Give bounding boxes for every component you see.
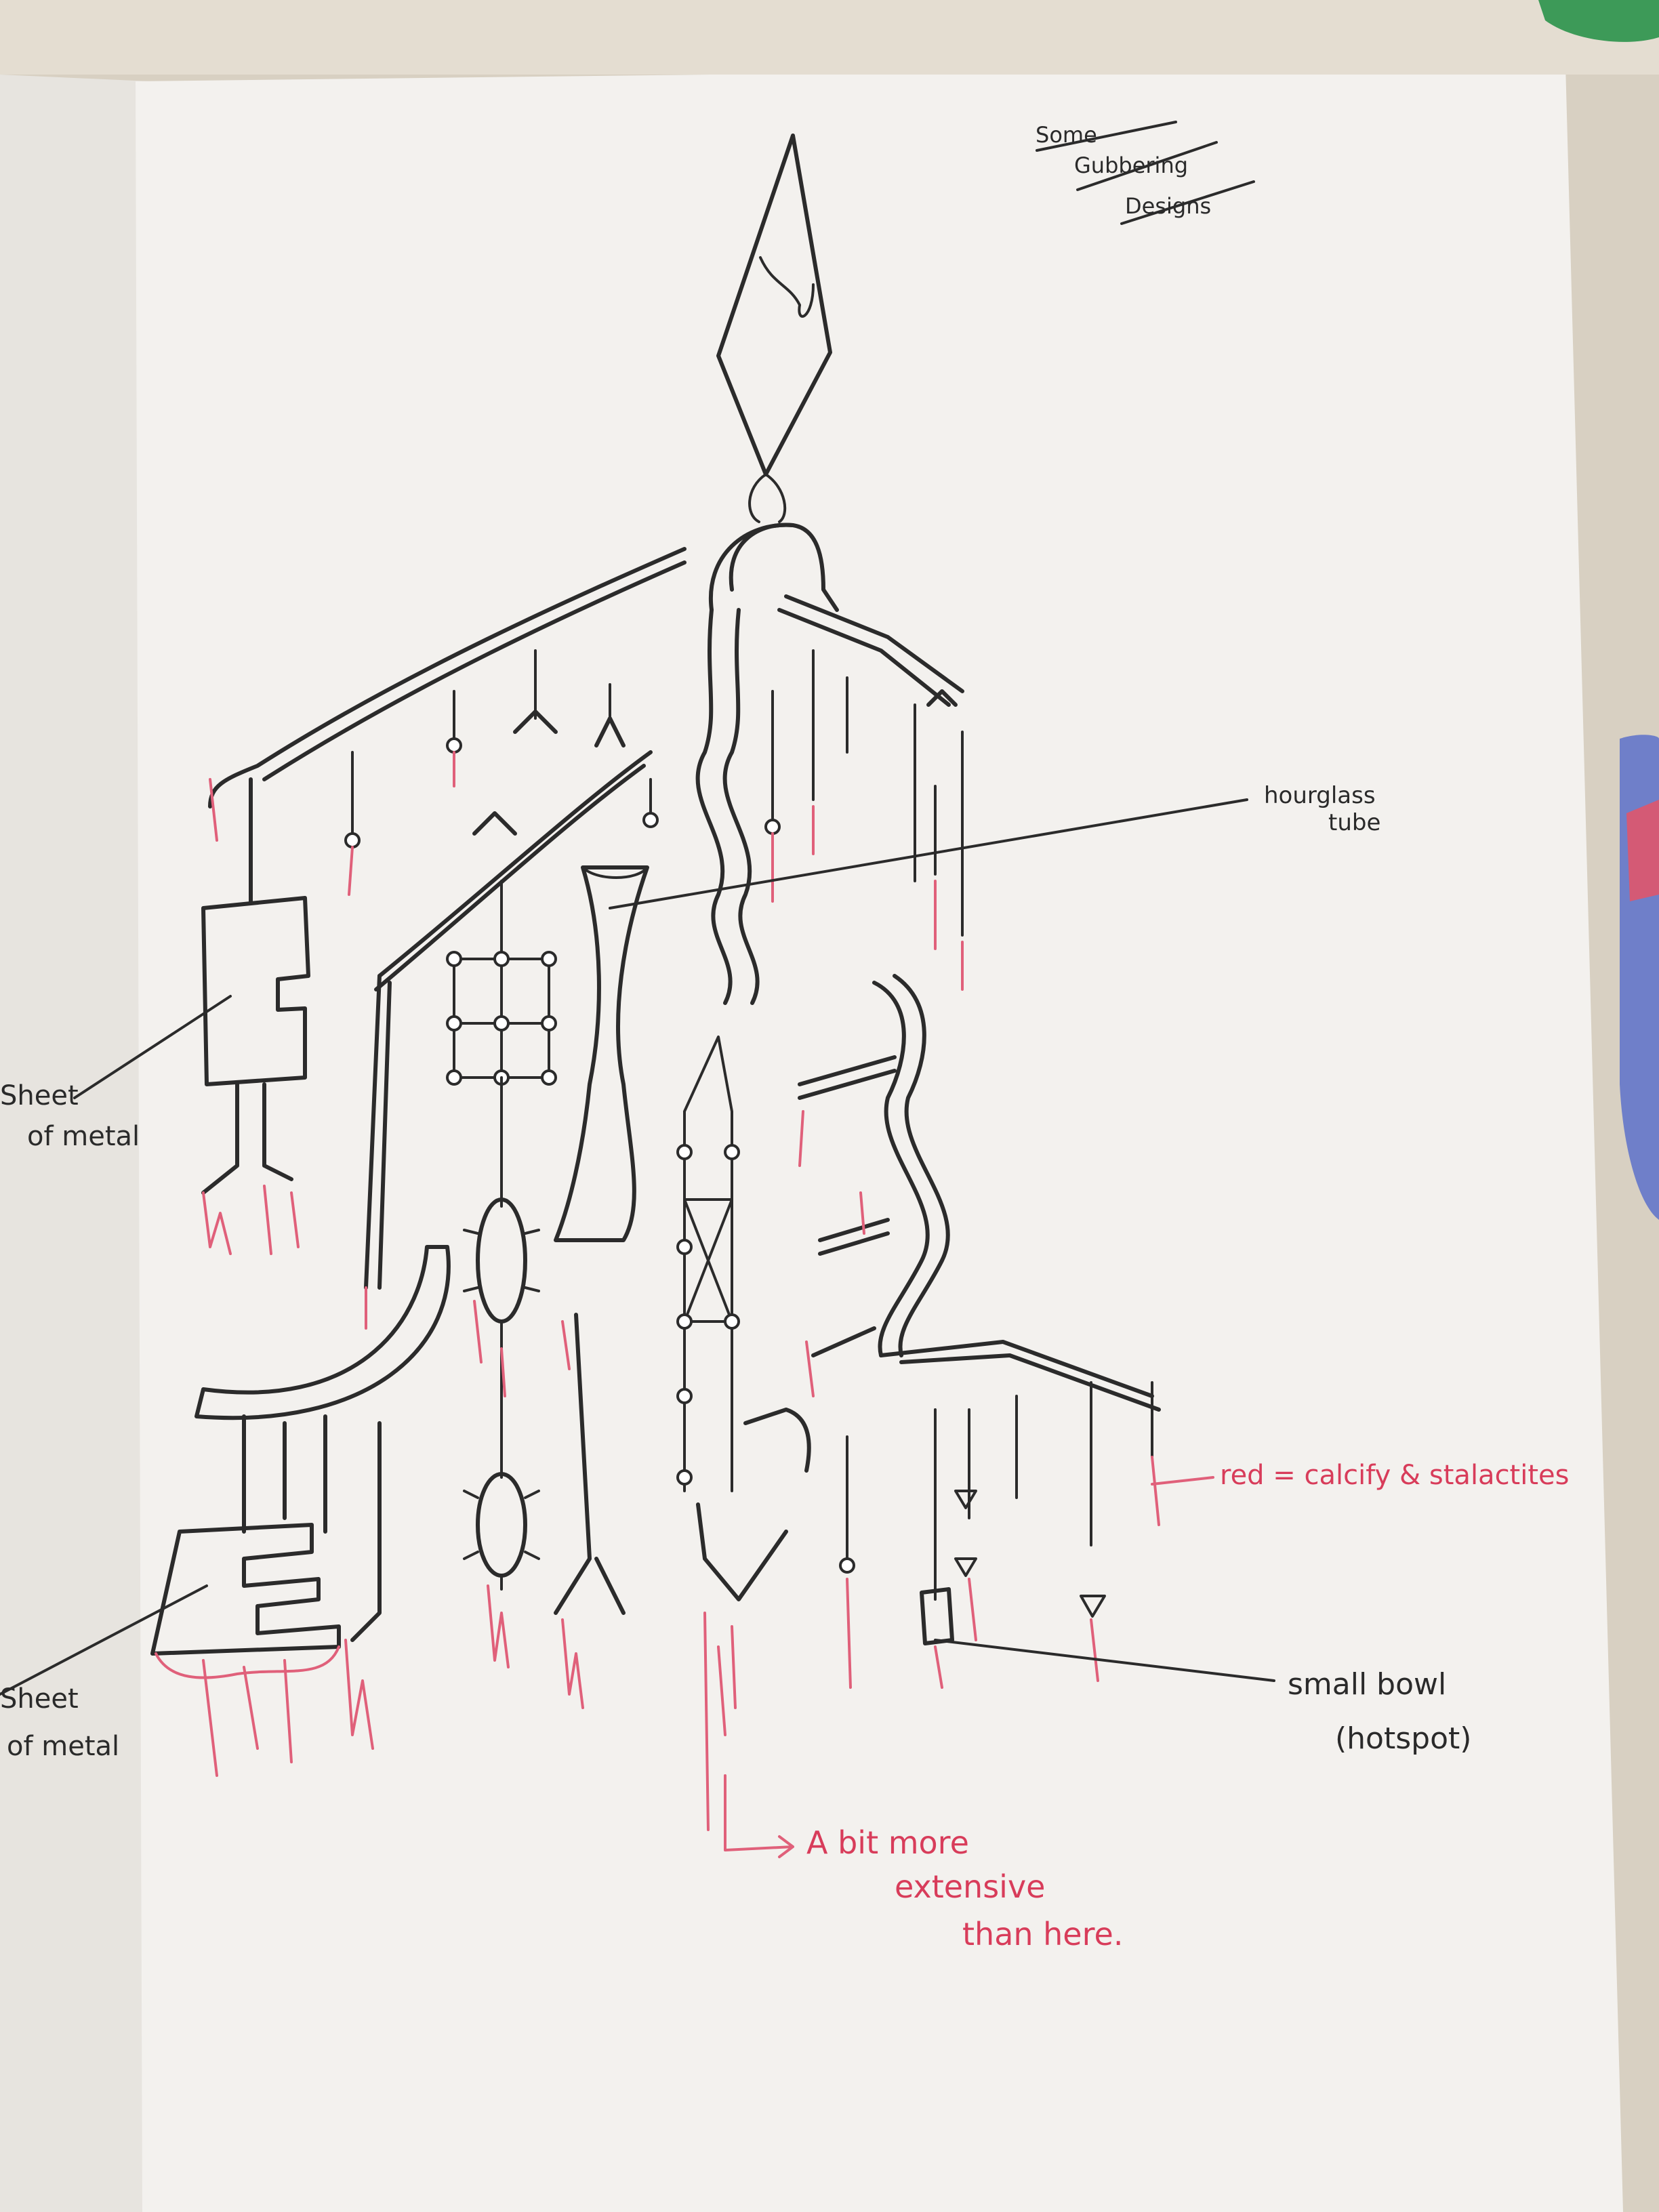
title-note-line3: Designs bbox=[1125, 193, 1211, 219]
label-sheet-top-line1: Sheet bbox=[0, 1080, 79, 1111]
title-note-line2: Gubbering bbox=[1074, 152, 1188, 178]
fabric-red bbox=[1626, 800, 1659, 901]
label-hourglass-line1: hourglass bbox=[1264, 782, 1376, 809]
label-hourglass-line2: tube bbox=[1328, 809, 1380, 836]
label-bowl-line2: (hotspot) bbox=[1335, 1721, 1471, 1756]
top-strip bbox=[0, 0, 1659, 75]
label-extensive-line2: extensive bbox=[895, 1868, 1045, 1905]
label-sheet-top-line2: of metal bbox=[27, 1121, 140, 1152]
label-sheet-bottom-line2: of metal bbox=[7, 1731, 119, 1762]
main-paper-sheet bbox=[136, 64, 1623, 2212]
label-red-legend: red = calcify & stalactites bbox=[1220, 1460, 1570, 1491]
label-extensive-line3: than here. bbox=[962, 1916, 1123, 1952]
label-sheet-bottom-line1: Sheet bbox=[0, 1683, 79, 1715]
label-extensive-line1: A bit more bbox=[806, 1824, 969, 1861]
label-bowl-line1: small bowl bbox=[1288, 1667, 1446, 1702]
